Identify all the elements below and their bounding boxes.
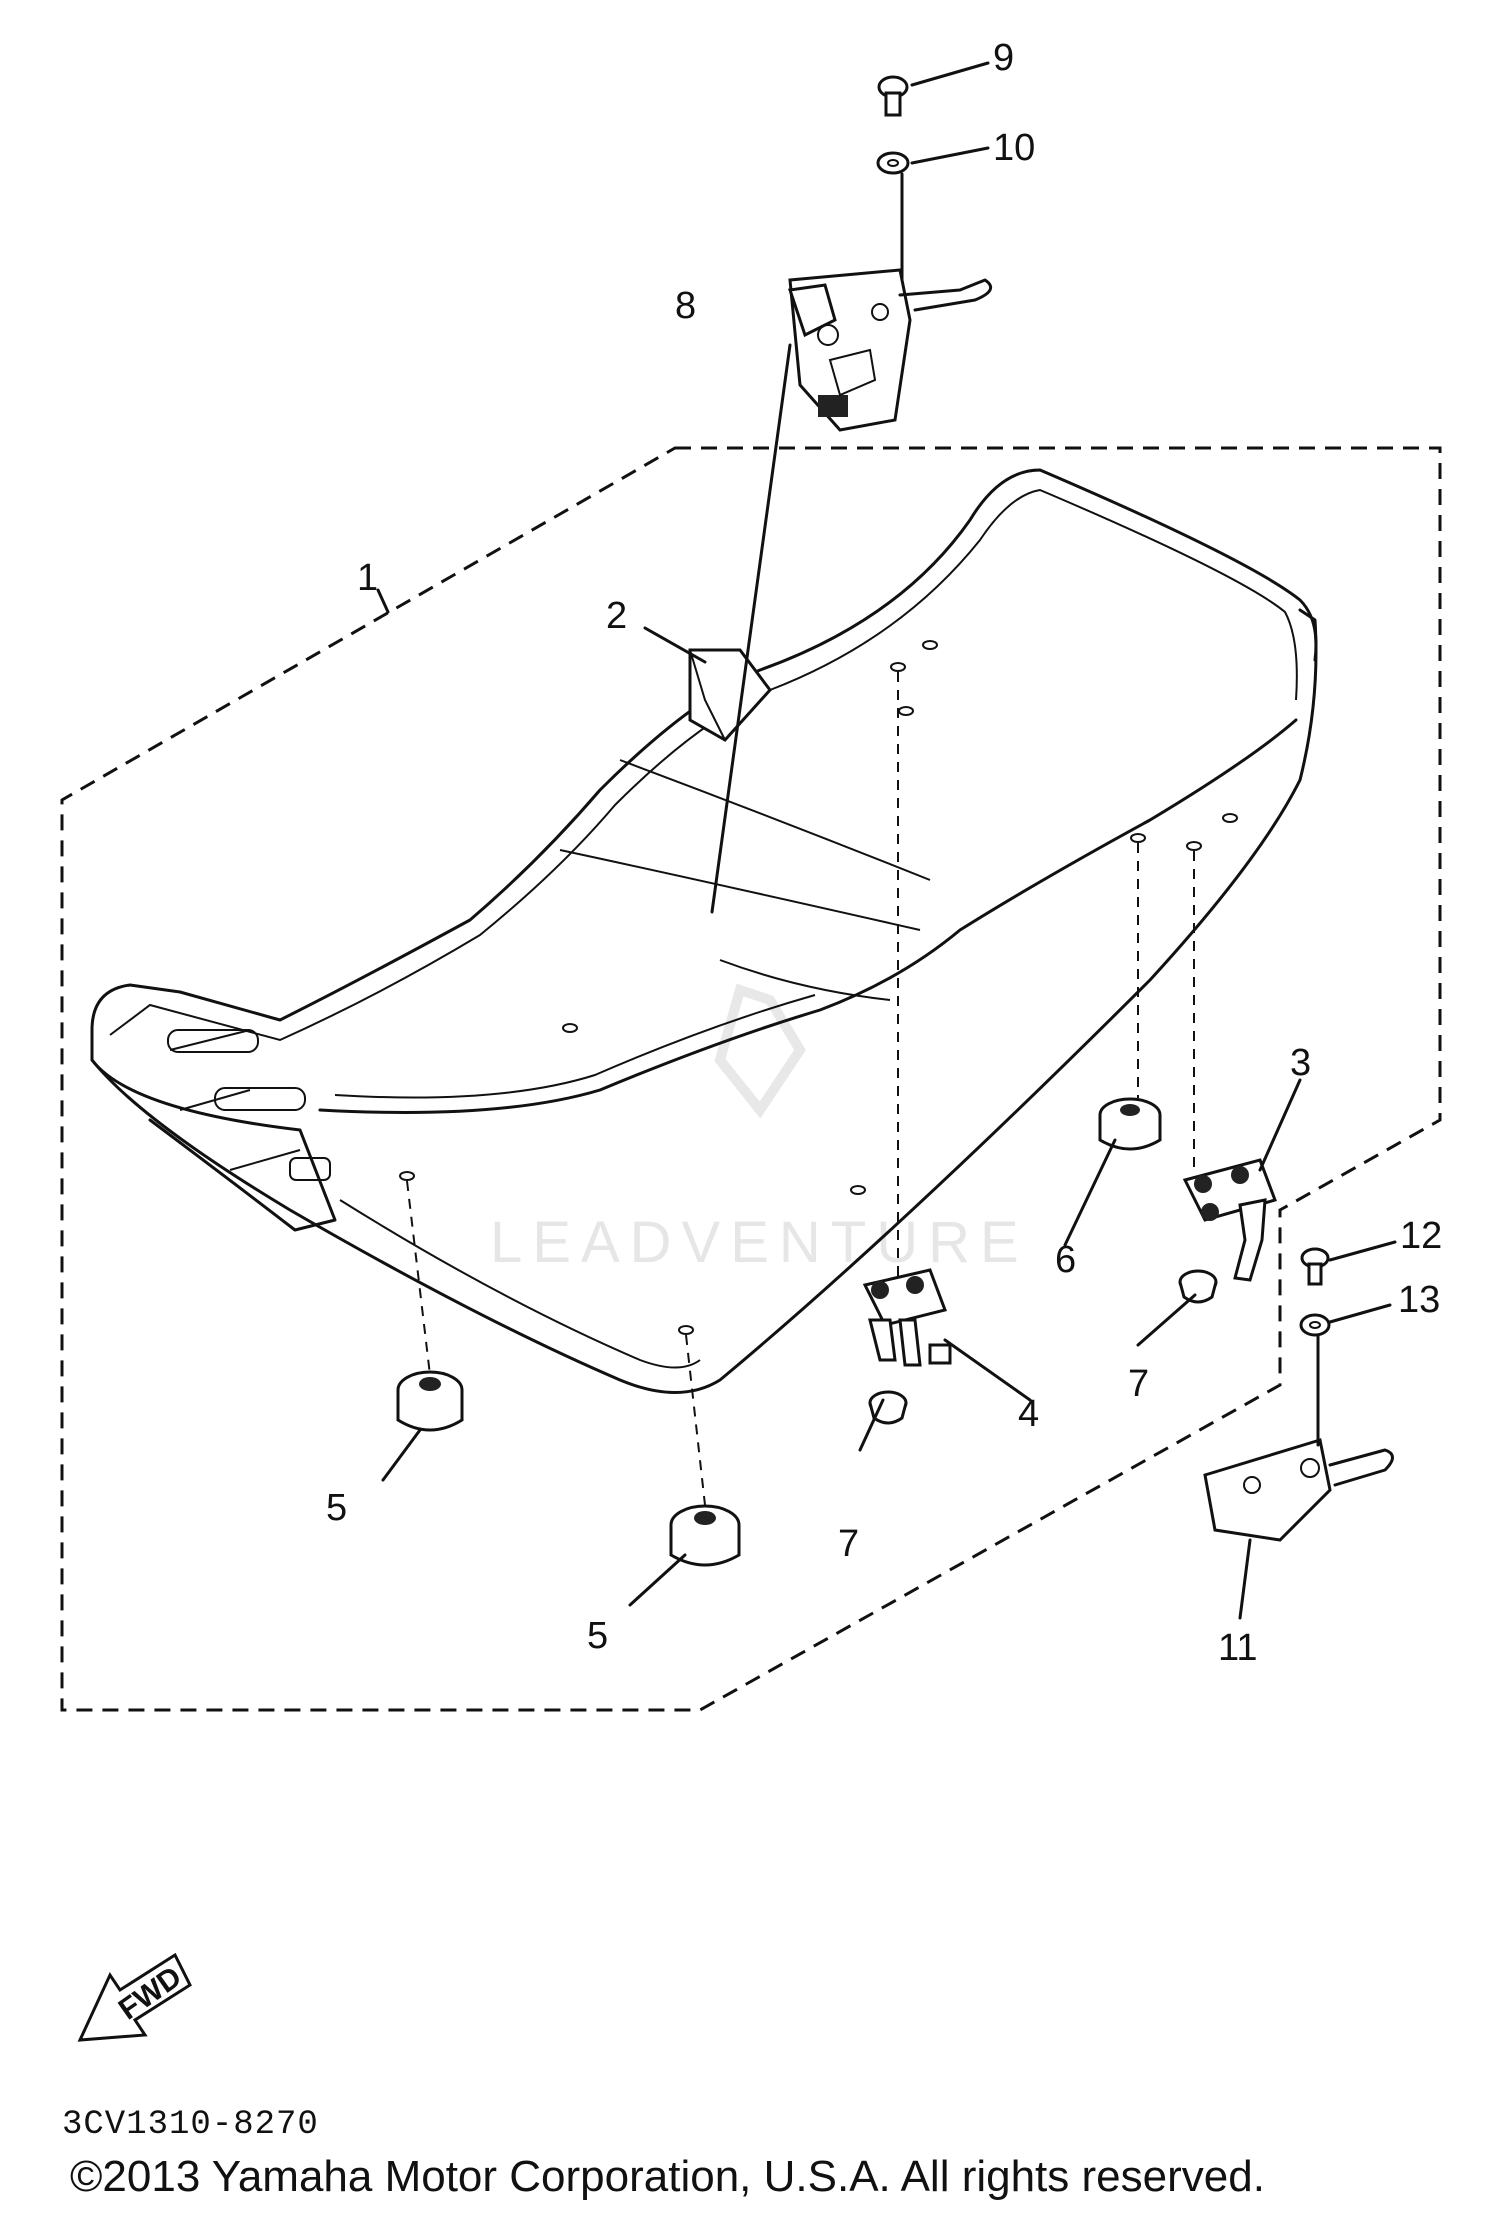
callout-13: 13 xyxy=(1398,1279,1440,1321)
part-3-hook xyxy=(1182,1158,1277,1282)
diagram-code: 3CV1310-8270 xyxy=(62,2106,319,2144)
copyright-text: ©2013 Yamaha Motor Corporation, U.S.A. A… xyxy=(70,2152,1265,2201)
callout-6: 6 xyxy=(1055,1239,1076,1281)
installation-lines xyxy=(406,672,1195,1506)
part-2-strap xyxy=(688,648,772,742)
callout-leaders xyxy=(376,61,1397,1620)
callout-7b: 7 xyxy=(1128,1363,1149,1405)
mounting-holes xyxy=(399,640,1238,1335)
callout-8: 8 xyxy=(675,285,696,327)
part-8-seat-lock xyxy=(788,268,993,432)
assembly-boundary xyxy=(60,446,1442,1712)
watermark-text: LEADVENTURE xyxy=(490,1210,1029,1275)
part-5-damper-right xyxy=(669,1504,741,1567)
part-11-seat-lock xyxy=(1203,1438,1394,1542)
callout-2: 2 xyxy=(606,595,627,637)
part-12-bolt xyxy=(1300,1247,1330,1286)
callout-11: 11 xyxy=(1218,1627,1257,1669)
callout-5a: 5 xyxy=(326,1487,347,1529)
part-7-nut-right xyxy=(1178,1269,1218,1304)
callout-10: 10 xyxy=(993,127,1035,169)
callout-12: 12 xyxy=(1400,1215,1442,1257)
callout-1: 1 xyxy=(357,557,378,599)
part-10-washer xyxy=(876,151,910,175)
callout-4: 4 xyxy=(1018,1393,1039,1435)
part-5-damper-left xyxy=(396,1370,464,1432)
seat-body xyxy=(90,468,1318,1394)
callout-7a: 7 xyxy=(838,1523,859,1565)
part-6-damper xyxy=(1098,1097,1162,1151)
watermark: LEADVENTURE xyxy=(490,983,1029,1275)
callout-9: 9 xyxy=(993,37,1014,79)
part-9-bolt xyxy=(877,75,909,117)
callout-numbers: 1 2 3 4 5 5 6 7 7 8 9 10 11 12 13 xyxy=(326,37,1442,1669)
part-4-hook xyxy=(862,1268,952,1367)
part-13-washer xyxy=(1299,1313,1331,1337)
callout-3: 3 xyxy=(1290,1042,1311,1084)
fwd-arrow-icon: FWD xyxy=(77,1952,192,2042)
callout-5b: 5 xyxy=(587,1615,608,1657)
